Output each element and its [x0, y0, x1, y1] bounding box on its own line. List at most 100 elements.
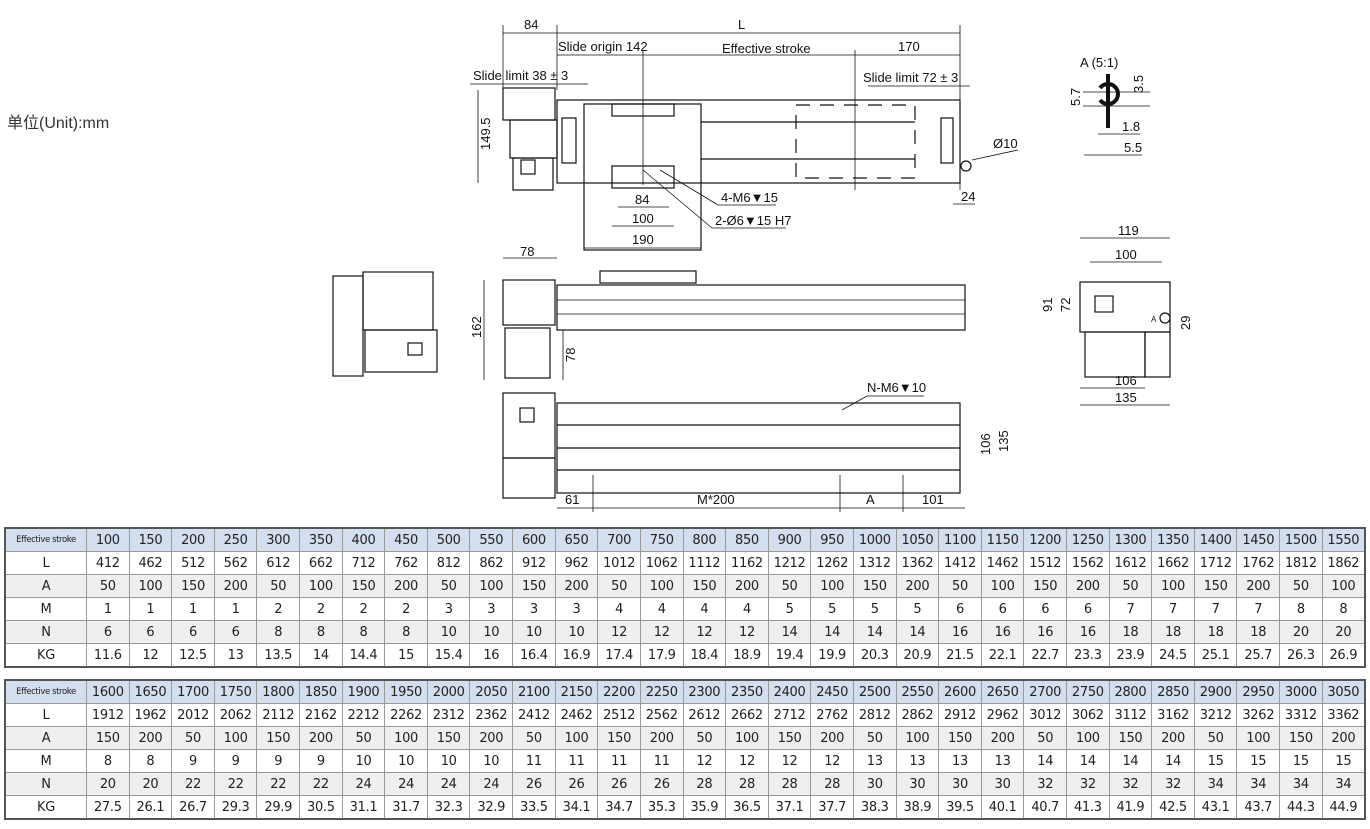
table-cell: 14: [852, 620, 897, 644]
table-cell: 3362: [1321, 703, 1366, 727]
table-cell: 10: [469, 620, 514, 644]
table-cell: 12.5: [171, 643, 215, 668]
table-cell: 22: [171, 772, 215, 796]
table-cell: 1900: [341, 679, 386, 704]
table-cell: 7: [1151, 597, 1195, 621]
table-cell: 16.9: [554, 643, 599, 668]
table-cell: 962: [554, 551, 599, 575]
table-cell: 100: [1321, 574, 1366, 598]
table-cell: 12: [682, 620, 727, 644]
table-cell: 9: [171, 749, 215, 773]
table-cell: 34: [1279, 772, 1323, 796]
table-cell: 200: [639, 726, 684, 750]
table-cell: 14.4: [341, 643, 386, 668]
dim-1-8: 1.8: [1122, 119, 1140, 134]
table-cell: 1362: [895, 551, 940, 575]
table-cell: 2800: [1108, 679, 1153, 704]
table-cell: 22.1: [980, 643, 1025, 668]
table-cell: 13: [895, 749, 940, 773]
table-cell: 1962: [128, 703, 173, 727]
table-cell: 100: [1151, 574, 1195, 598]
table-cell: 8: [86, 749, 130, 773]
table-cell: 26: [554, 772, 599, 796]
table-cell: 1112: [682, 551, 727, 575]
table-cell: 11.6: [86, 643, 130, 668]
table-cell: 100: [1236, 726, 1281, 750]
table-cell: 12: [810, 749, 854, 773]
table-cell: 18: [1151, 620, 1195, 644]
table-cell: 662: [299, 551, 343, 575]
table-cell: 11: [554, 749, 599, 773]
table-cell: 14: [1066, 749, 1110, 773]
table-cell: 32: [1108, 772, 1153, 796]
table-cell: 1250: [1066, 527, 1110, 552]
dim-a: A: [866, 492, 875, 507]
table-cell: 1050: [895, 527, 940, 552]
table-cell: 39.5: [938, 795, 982, 820]
table-cell: 29.9: [256, 795, 301, 820]
table-cell: 12: [725, 620, 769, 644]
table-cell: 150: [512, 574, 556, 598]
table-cell: 2662: [725, 703, 769, 727]
table-cell: 2650: [980, 679, 1025, 704]
table-cell: 1000: [852, 527, 897, 552]
table-cell: 562: [213, 551, 258, 575]
table-cell: 2012: [171, 703, 215, 727]
table-cell: 15: [1193, 749, 1238, 773]
table-cell: 10: [554, 620, 599, 644]
table-cell: 1062: [639, 551, 684, 575]
dim-190: 190: [632, 232, 654, 247]
table-cell: 22.7: [1023, 643, 1068, 668]
table-cell: 37.7: [810, 795, 854, 820]
unit-label: 单位(Unit):mm: [7, 115, 110, 132]
table-cell: 3012: [1023, 703, 1068, 727]
table-cell: 11: [512, 749, 556, 773]
table-cell: 200: [299, 726, 343, 750]
dim-phi10: Ø10: [993, 136, 1018, 151]
table-cell: 100: [639, 574, 684, 598]
table-cell: 12: [682, 749, 727, 773]
table-cell: 12: [725, 749, 769, 773]
bottom-callout: N-M6▼10: [867, 380, 926, 395]
table-cell: 2812: [852, 703, 897, 727]
table-cell: 22: [299, 772, 343, 796]
table-cell: 100: [810, 574, 854, 598]
table-cell: 150: [682, 574, 727, 598]
table-cell: 9: [256, 749, 301, 773]
table-cell: 41.3: [1066, 795, 1110, 820]
table-cell: 24: [384, 772, 428, 796]
table-cell: 1650: [128, 679, 173, 704]
table-cell: 14: [1108, 749, 1153, 773]
table-cell: 30: [895, 772, 940, 796]
bottom-dim-135: 135: [996, 430, 1011, 452]
table-cell: 34.1: [554, 795, 599, 820]
table-cell: 1812: [1279, 551, 1323, 575]
table-cell: 2450: [810, 679, 854, 704]
table-cell: 30: [980, 772, 1025, 796]
table-cell: 2162: [299, 703, 343, 727]
table-cell: 15.4: [426, 643, 471, 668]
table-cell: 2250: [639, 679, 684, 704]
table-cell: 1450: [1236, 527, 1281, 552]
table-cell: 1150: [980, 527, 1025, 552]
dim-100: 100: [632, 211, 654, 226]
table-cell: 14: [767, 620, 812, 644]
table-cell: 2000: [426, 679, 471, 704]
table-cell: 550: [469, 527, 514, 552]
table-cell: 150: [1108, 726, 1153, 750]
table-cell: 512: [171, 551, 215, 575]
table-cell: 24.5: [1151, 643, 1195, 668]
table-cell: 612: [256, 551, 301, 575]
table-cell: 2512: [597, 703, 641, 727]
table-cell: 1212: [767, 551, 812, 575]
table-cell: 13: [852, 749, 897, 773]
table-cell: 2312: [426, 703, 471, 727]
table-cell: 200: [980, 726, 1025, 750]
table-cell: 5: [895, 597, 940, 621]
table-cell: 32.3: [426, 795, 471, 820]
table-cell: 200: [1151, 726, 1195, 750]
table-cell: 2612: [682, 703, 727, 727]
